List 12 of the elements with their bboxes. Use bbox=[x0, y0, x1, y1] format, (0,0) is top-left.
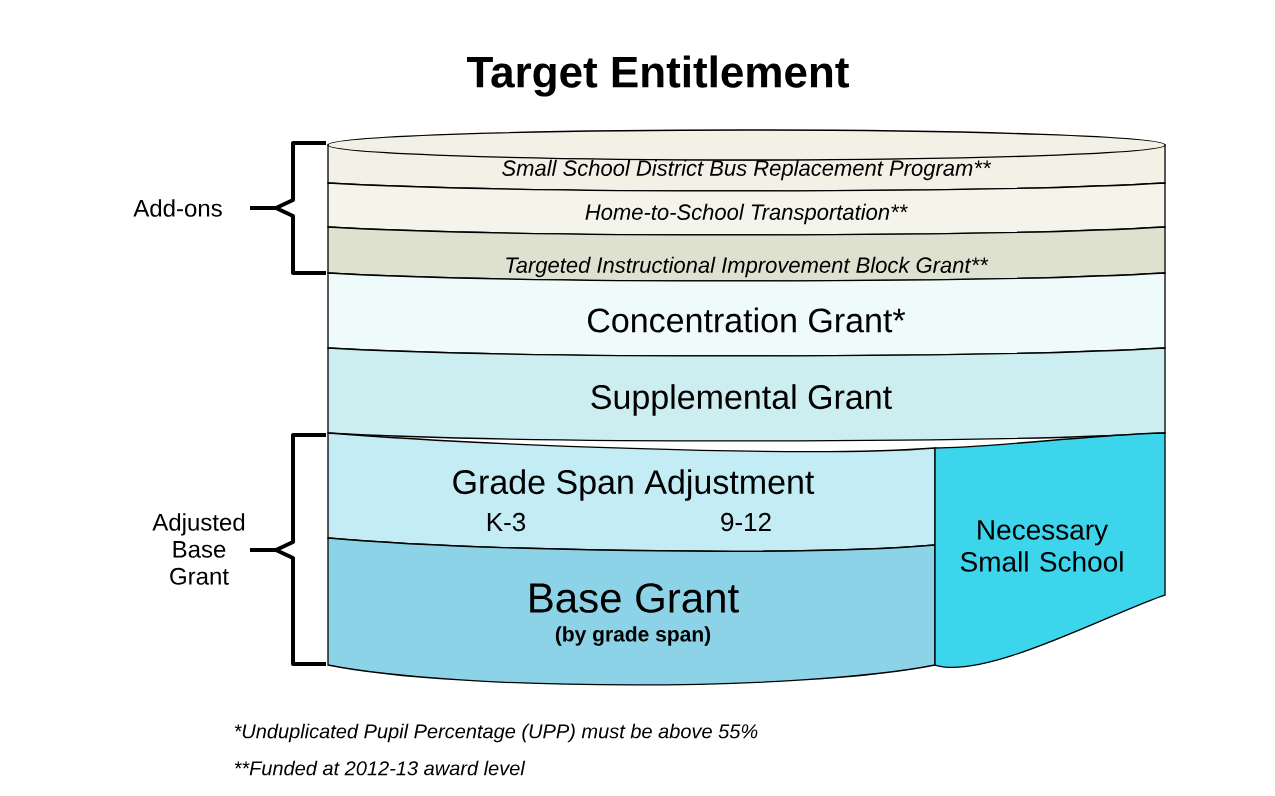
band: Grade Span Adjustment K-3 9-12 bbox=[327, 432, 936, 552]
band: Targeted Instructional Improvement Block Grant** bbox=[327, 226, 1166, 282]
band: Small School District Bus Replacement Program** bbox=[327, 129, 1166, 192]
title: Target Entitlement bbox=[467, 55, 849, 97]
band: Supplemental Grant bbox=[327, 347, 1166, 442]
footnote: *Unduplicated Pupil Percentage (UPP) must be above 55% bbox=[234, 723, 758, 743]
band: Necessary Small School bbox=[934, 432, 1166, 668]
footnote: **Funded at 2012-13 award level bbox=[234, 760, 526, 776]
band: Home-to-School Transportation** bbox=[327, 182, 1166, 236]
band: Base Grant (by grade span) bbox=[327, 537, 936, 686]
bracket-label: Adjusted Base Grant bbox=[152, 513, 245, 585]
bracket-label: Add-ons bbox=[133, 199, 222, 217]
